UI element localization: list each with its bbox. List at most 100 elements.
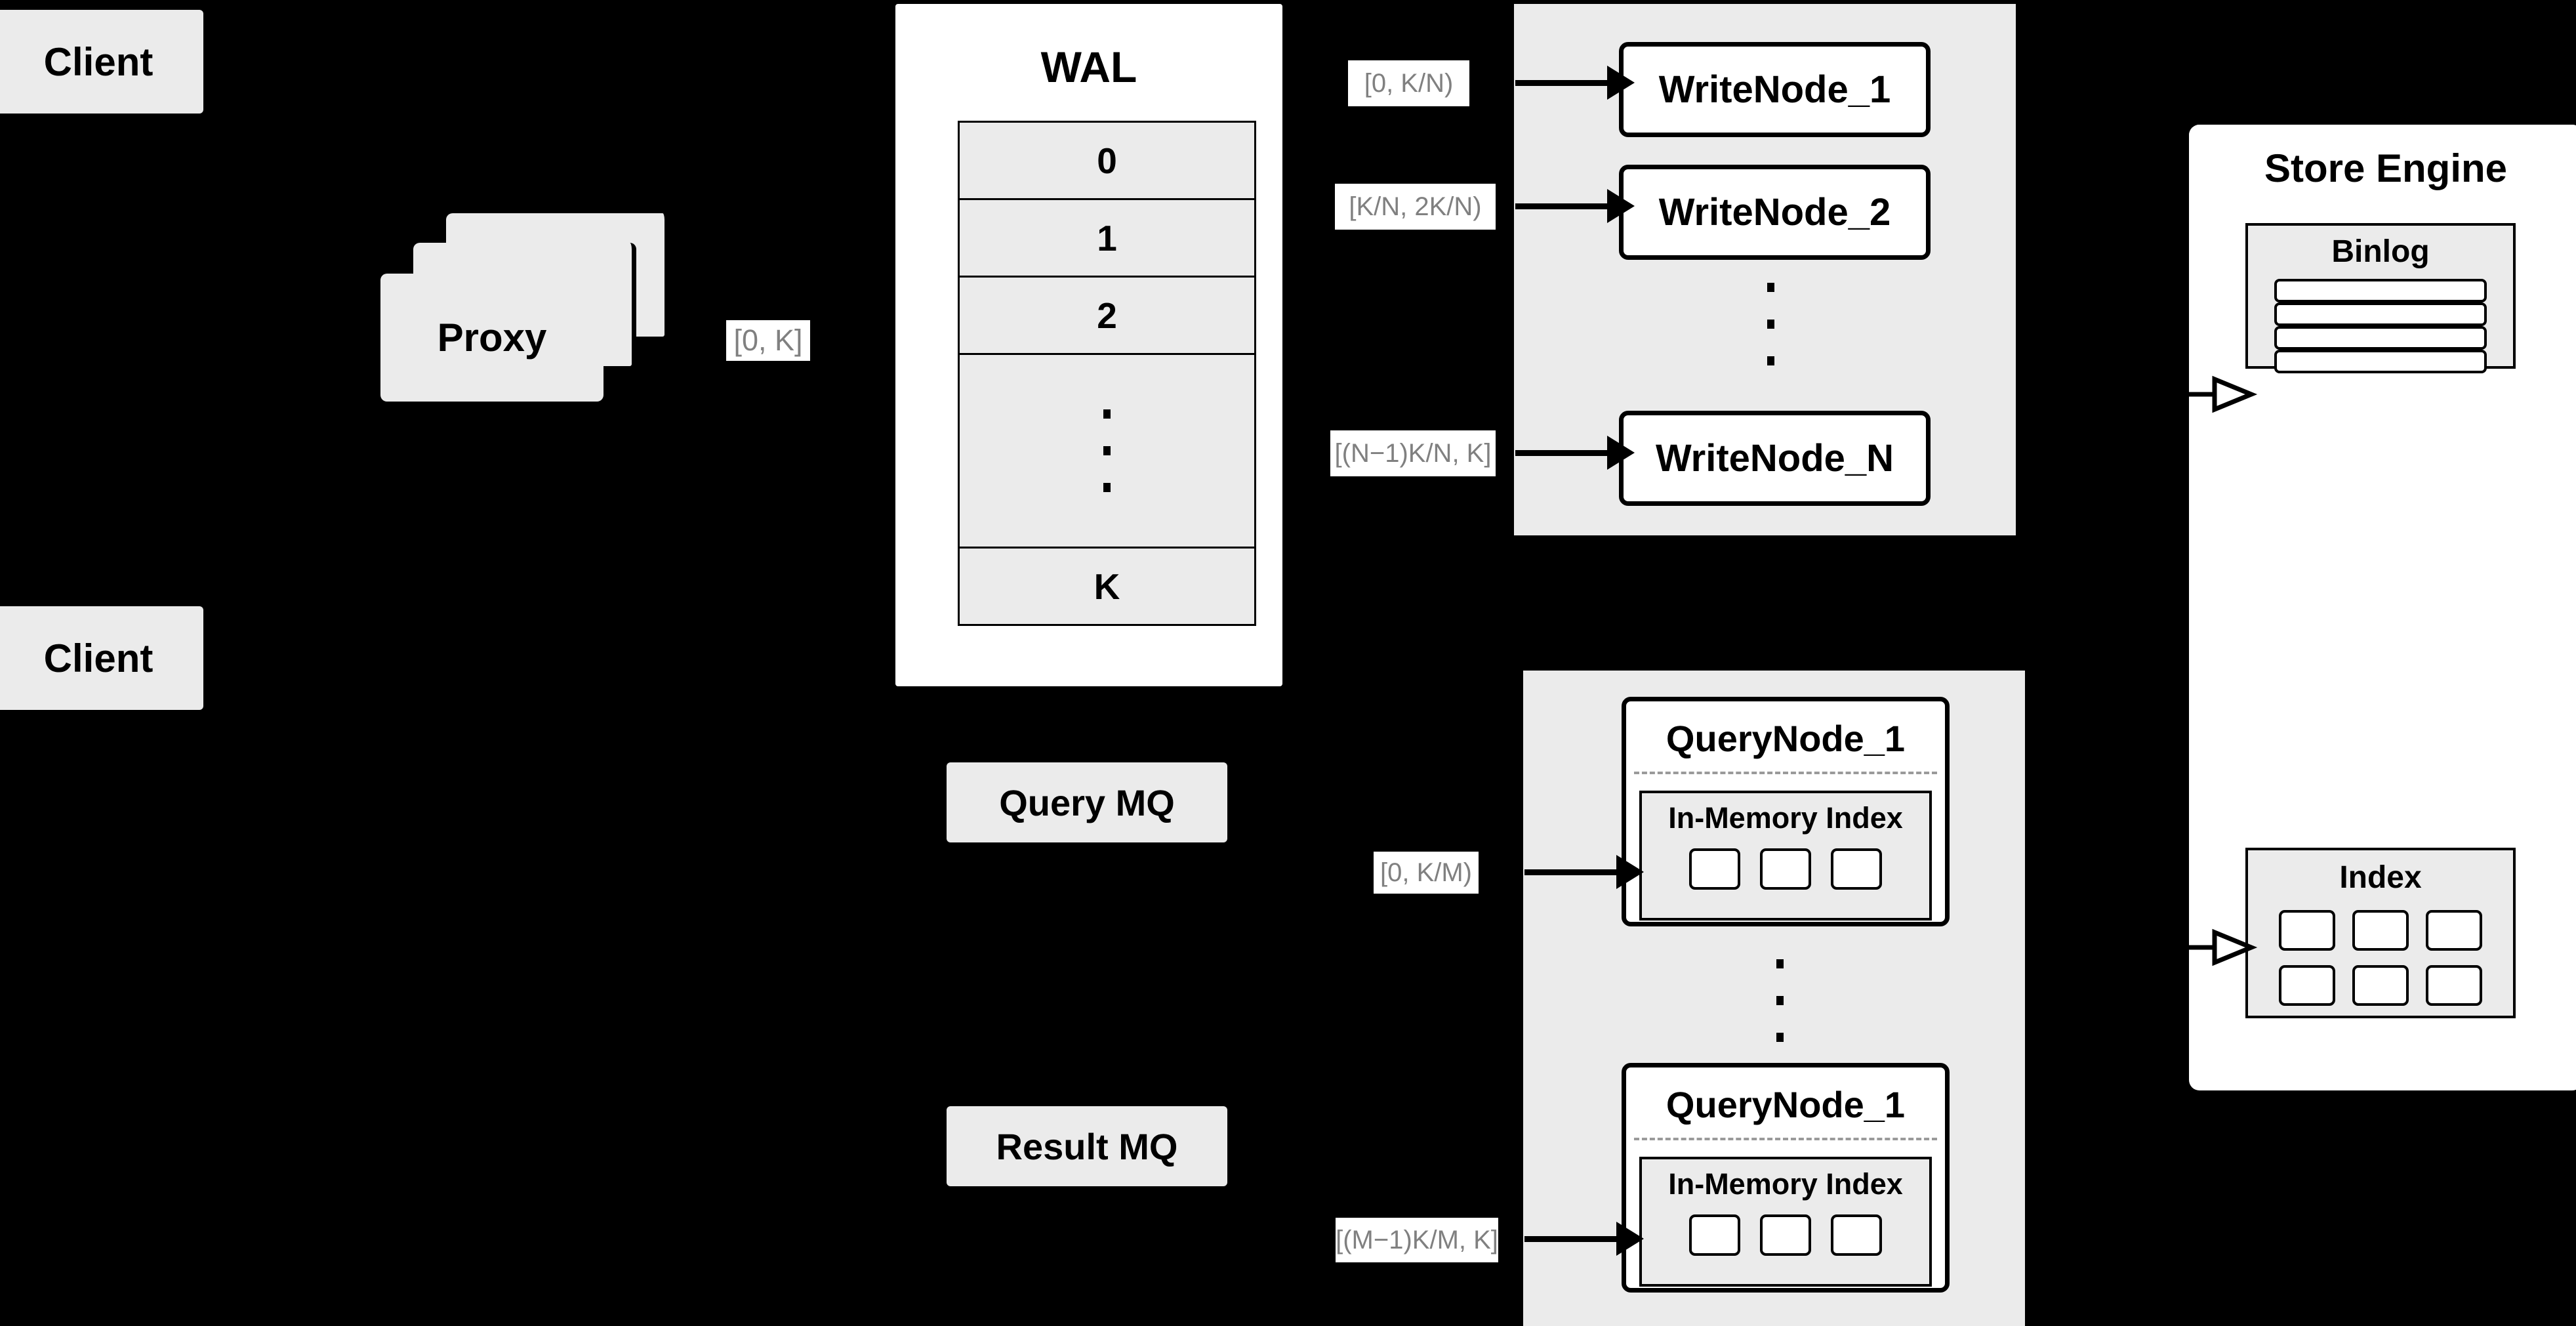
index-chip[interactable] — [2352, 965, 2409, 1006]
vertical-ellipsis-icon — [1776, 996, 1784, 1005]
vertical-ellipsis-icon — [1103, 483, 1111, 492]
index-panel: Index — [2245, 848, 2516, 1018]
wal-row-k-label: K — [1094, 566, 1120, 607]
result-mq-label: Result MQ — [996, 1125, 1178, 1167]
arrow-to-write-node-2 — [1515, 203, 1607, 209]
write-node-2-label: WriteNode_2 — [1658, 191, 1891, 234]
binlog-bar[interactable] — [2274, 302, 2487, 326]
write-node-1-label: WriteNode_1 — [1658, 68, 1891, 111]
arrow-to-binlog — [2179, 374, 2258, 415]
vertical-ellipsis-icon — [1103, 446, 1111, 455]
index-chip[interactable] — [1831, 1214, 1882, 1256]
wal-row-0-label: 0 — [1097, 140, 1117, 181]
wal-row-1[interactable]: 1 — [960, 200, 1254, 278]
binlog-bar[interactable] — [2274, 350, 2487, 373]
proxy-stack[interactable]: Proxy — [380, 213, 676, 430]
edge-label-query-1: [0, K/M) — [1374, 852, 1479, 894]
query-node-1[interactable]: QueryNode_1 In-Memory Index — [1622, 697, 1950, 926]
edge-label-proxy-to-wal: [0, K] — [726, 320, 810, 361]
proxy-stack-card-front[interactable]: Proxy — [380, 274, 603, 402]
write-node-n-label: WriteNode_N — [1655, 437, 1894, 480]
query-node-m-in-memory-index: In-Memory Index — [1639, 1157, 1932, 1287]
query-node-m-title: QueryNode_1 — [1666, 1084, 1906, 1125]
result-mq-node[interactable]: Result MQ — [947, 1106, 1227, 1186]
query-node-group: QueryNode_1 In-Memory Index QueryNode_1 — [1523, 671, 2025, 1326]
index-chip-row-1 — [2248, 910, 2513, 951]
vertical-ellipsis-icon — [1776, 1033, 1784, 1042]
vertical-ellipsis-icon — [1767, 320, 1774, 329]
index-chip[interactable] — [2426, 965, 2482, 1006]
arrow-to-query-node-1 — [1524, 869, 1616, 875]
query-mq-node[interactable]: Query MQ — [947, 762, 1227, 842]
wal-row-ellipsis — [960, 355, 1254, 549]
arrow-to-write-node-n — [1515, 450, 1607, 456]
query-node-ellipsis — [1776, 959, 1784, 1042]
arrow-to-index — [2179, 927, 2258, 968]
wal-table: 0 1 2 K — [958, 121, 1256, 626]
edge-label-proxy-to-wal-text: [0, K] — [733, 323, 803, 357]
vertical-ellipsis-icon — [1776, 959, 1784, 968]
client-node-2-label: Client — [43, 636, 153, 680]
query-mq-label: Query MQ — [999, 781, 1175, 823]
edge-label-write-2: [K/N, 2K/N) — [1335, 184, 1496, 230]
vertical-ellipsis-icon — [1767, 356, 1774, 365]
client-node-2[interactable]: Client — [0, 606, 203, 710]
index-chip[interactable] — [2426, 910, 2482, 951]
wal-row-0[interactable]: 0 — [960, 123, 1254, 200]
edge-label-write-n-text: [(N−1)K/N, K] — [1334, 438, 1492, 468]
client-node-1-label: Client — [43, 39, 153, 84]
vertical-ellipsis-icon — [1767, 283, 1774, 292]
wal-row-1-label: 1 — [1097, 217, 1117, 259]
proxy-label: Proxy — [437, 316, 547, 360]
binlog-bar[interactable] — [2274, 326, 2487, 350]
index-chip[interactable] — [2279, 910, 2335, 951]
query-node-1-chip-row — [1642, 848, 1929, 890]
index-chip[interactable] — [1689, 1214, 1740, 1256]
edge-label-query-1-text: [0, K/M) — [1380, 858, 1473, 887]
solid-arrow-icon — [1607, 66, 1635, 100]
vertical-ellipsis-icon — [1103, 409, 1111, 419]
binlog-bar[interactable] — [2274, 279, 2487, 302]
solid-arrow-icon — [1607, 436, 1635, 470]
index-title: Index — [2339, 860, 2422, 895]
write-node-ellipsis — [1767, 283, 1774, 365]
arrow-to-write-node-1 — [1515, 80, 1607, 86]
solid-arrow-icon — [1616, 855, 1644, 889]
solid-arrow-icon — [1616, 1222, 1644, 1256]
edge-label-query-m: [(M−1)K/M, K] — [1336, 1218, 1498, 1262]
index-chip[interactable] — [1689, 848, 1740, 890]
store-engine-title-main: Store Engine — [2264, 146, 2508, 190]
index-chip[interactable] — [2279, 965, 2335, 1006]
query-node-1-in-memory-index-title: In-Memory Index — [1668, 801, 1903, 835]
query-node-m-chip-row — [1642, 1214, 1929, 1256]
query-node-m[interactable]: QueryNode_1 In-Memory Index — [1622, 1063, 1950, 1293]
query-node-1-in-memory-index: In-Memory Index — [1639, 791, 1932, 921]
store-engine-body: Store Engine Binlog Index — [2189, 125, 2576, 1090]
index-chip[interactable] — [1831, 848, 1882, 890]
wal-panel: WAL 0 1 2 K — [895, 4, 1282, 686]
index-chip[interactable] — [2352, 910, 2409, 951]
edge-label-write-n: [(N−1)K/N, K] — [1330, 430, 1496, 476]
wal-row-2[interactable]: 2 — [960, 278, 1254, 355]
wal-title: WAL — [1040, 43, 1137, 91]
index-chip[interactable] — [1760, 848, 1811, 890]
binlog-panel: Binlog — [2245, 223, 2516, 373]
query-node-1-title: QueryNode_1 — [1666, 718, 1906, 759]
write-node-2[interactable]: WriteNode_2 — [1619, 165, 1931, 260]
query-node-1-divider — [1634, 772, 1937, 774]
index-chip-row-2 — [2248, 965, 2513, 1006]
write-node-1[interactable]: WriteNode_1 — [1619, 42, 1931, 137]
client-node-1[interactable]: Client — [0, 10, 203, 114]
query-node-m-divider — [1634, 1138, 1937, 1140]
index-chip[interactable] — [1760, 1214, 1811, 1256]
arrow-to-query-node-m — [1524, 1236, 1616, 1242]
edge-label-query-m-text: [(M−1)K/M, K] — [1336, 1225, 1498, 1254]
solid-arrow-icon — [1607, 189, 1635, 223]
wal-row-2-label: 2 — [1097, 295, 1117, 336]
binlog-title: Binlog — [2331, 234, 2430, 269]
write-node-group: WriteNode_1 WriteNode_2 WriteNode_N — [1514, 4, 2016, 535]
edge-label-write-2-text: [K/N, 2K/N) — [1349, 192, 1482, 221]
write-node-n[interactable]: WriteNode_N — [1619, 411, 1931, 506]
wal-row-k[interactable]: K — [960, 549, 1254, 624]
